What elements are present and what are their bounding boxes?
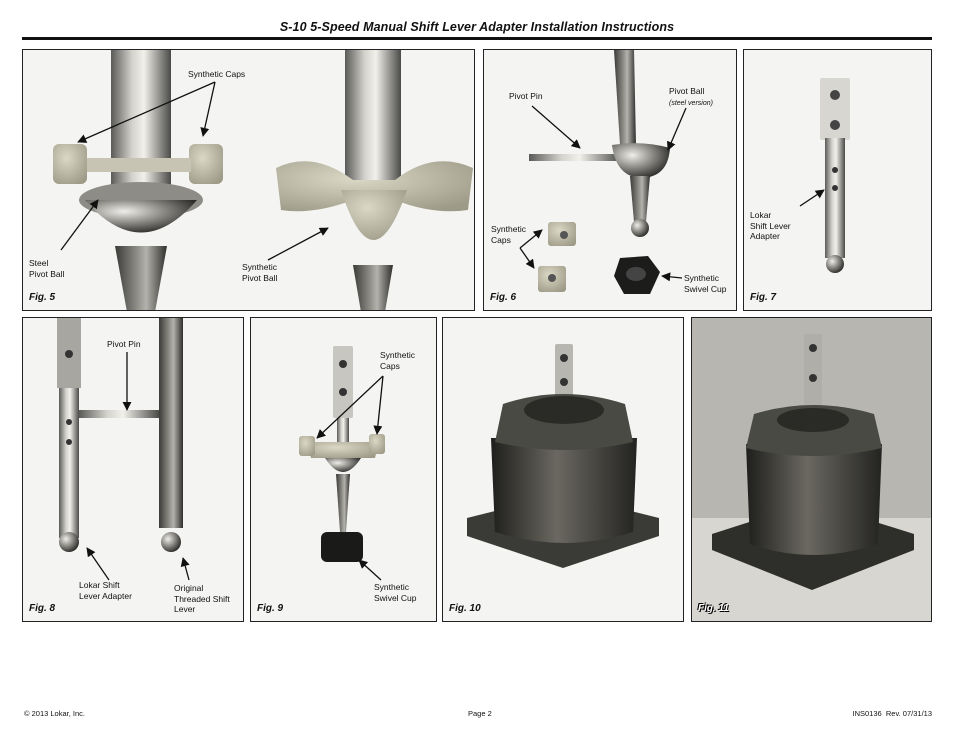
callout-line: Pivot Ball: [29, 268, 65, 279]
figure-10-panel: Fig. 10: [442, 317, 684, 622]
figure-10-label: Fig. 10: [449, 603, 481, 614]
callout-steel-pivot-ball: Steel Pivot Ball: [29, 258, 64, 279]
callout-pivot-pin: Pivot Pin: [107, 339, 141, 349]
callout-line: Swivel Cup: [684, 283, 727, 294]
callout-synthetic-swivel-cup: Synthetic Swivel Cup: [374, 582, 417, 603]
footer-doc-revision: INS0136 Rev. 07/31/13: [852, 709, 933, 718]
callout-line: Lever Adapter: [79, 590, 132, 601]
callout-synthetic-swivel-cup: Synthetic Swivel Cup: [684, 273, 727, 294]
callout-line: Lokar: [750, 210, 772, 220]
callout-line: Synthetic: [684, 273, 719, 283]
callout-line: Original: [174, 583, 204, 593]
figure-11-photo: [692, 334, 931, 621]
figure-6-photo: [519, 50, 687, 294]
figure-5-label: Fig. 5: [29, 292, 56, 303]
figure-9-label: Fig. 9: [257, 603, 284, 614]
figure-7-panel: Lokar Shift Lever Adapter Fig. 7: [743, 49, 932, 311]
figure-5-photo: [53, 50, 473, 310]
callout-line: Synthetic: [491, 224, 526, 234]
figure-9-panel: Synthetic Caps Synthetic Swivel Cup Fig.…: [250, 317, 437, 622]
callout-synthetic-caps: Synthetic Caps: [491, 224, 526, 245]
callout-pivot-pin: Pivot Pin: [509, 91, 543, 101]
figure-10-photo: [467, 344, 659, 568]
callout-line: Pivot Ball: [669, 86, 705, 96]
figure-11-label: Fig. 11: [698, 603, 729, 614]
callout-line: Pivot Ball: [242, 272, 278, 283]
callout-synthetic-caps: Synthetic Caps: [380, 350, 415, 371]
title-rule: [22, 37, 932, 40]
figure-6-label: Fig. 6: [490, 292, 517, 303]
figure-9-photo: [299, 346, 385, 581]
page-title: S-10 5-Speed Manual Shift Lever Adapter …: [279, 20, 675, 34]
callout-note: (steel version): [669, 99, 713, 107]
callout-original-threaded-shift-lever: Original Threaded Shift Lever: [174, 583, 230, 615]
callout-synthetic-pivot-ball: Synthetic Pivot Ball: [242, 262, 277, 283]
figure-5-panel: Synthetic Caps Steel Pivot Ball Syntheti…: [22, 49, 475, 311]
callout-synthetic-caps: Synthetic Caps: [188, 69, 246, 79]
callout-line: Caps: [380, 360, 400, 371]
callout-line: Synthetic: [242, 262, 277, 272]
callout-line: Adapter: [750, 231, 780, 241]
callout-line: Caps: [491, 234, 511, 245]
footer-page-number: Page 2: [468, 709, 492, 718]
figure-7-photo: [799, 78, 850, 273]
callout-line: Synthetic: [374, 582, 409, 592]
footer-copyright: © 2013 Lokar, Inc.: [24, 709, 85, 718]
figure-11-panel: Fig. 11: [691, 317, 932, 622]
figure-6-panel: Pivot Pin Pivot Ball (steel version) Syn…: [483, 49, 737, 311]
callout-line: Lokar Shift: [79, 580, 120, 590]
callout-line: Lever: [174, 604, 196, 614]
figure-8-label: Fig. 8: [29, 603, 56, 614]
figure-8-photo: [57, 318, 190, 581]
callout-line: Shift Lever: [750, 220, 791, 231]
callout-line: Swivel Cup: [374, 592, 417, 603]
callout-line: Threaded Shift: [174, 593, 230, 604]
callout-pivot-ball: Pivot Ball (steel version): [669, 86, 713, 109]
callout-line: Synthetic: [380, 350, 415, 360]
figure-8-panel: Pivot Pin Lokar Shift Lever Adapter Orig…: [22, 317, 244, 622]
callout-lokar-adapter: Lokar Shift Lever Adapter: [750, 210, 791, 242]
callout-line: Steel: [29, 258, 49, 268]
callout-lokar-shift-lever-adapter: Lokar Shift Lever Adapter: [79, 580, 132, 601]
figure-7-label: Fig. 7: [750, 292, 777, 303]
